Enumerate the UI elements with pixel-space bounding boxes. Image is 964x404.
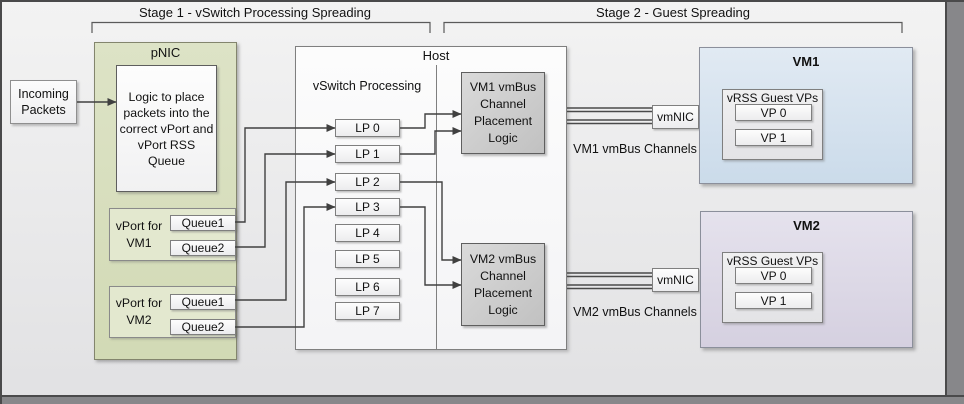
window-right-border [945, 2, 964, 404]
vmbus-pipes-vm2 [567, 272, 652, 290]
vmnic-vm1-box: vmNIC [652, 105, 699, 129]
vm2-placement-logic-box: VM2 vmBus Channel Placement Logic [461, 243, 545, 326]
vport-vm2-queue2: Queue2 [170, 319, 236, 335]
vm2-vp0-box: VP 0 [735, 267, 812, 284]
vm1-vrss-title: vRSS Guest VPs [726, 91, 819, 105]
vport-vm2-box: vPort for VM2 Queue1 Queue2 [109, 286, 236, 338]
lp-box-6: LP 6 [335, 278, 400, 296]
vm1-box: VM1 vRSS Guest VPs VP 0 VP 1 [699, 47, 913, 184]
vm2-vp1-box: VP 1 [735, 292, 812, 309]
vm1-placement-logic-box: VM1 vmBus Channel Placement Logic [461, 72, 545, 154]
host-title: Host [422, 48, 450, 63]
pnic-logic-box: Logic to place packets into the correct … [116, 65, 217, 192]
vm1-vrss-box: vRSS Guest VPs VP 0 VP 1 [722, 89, 823, 160]
lp-box-4: LP 4 [335, 224, 400, 242]
lp-box-1: LP 1 [335, 145, 400, 163]
lp-box-7: LP 7 [335, 302, 400, 320]
vm1-vp0-box: VP 0 [735, 104, 812, 121]
stage2-label: Stage 2 - Guest Spreading [596, 5, 750, 20]
lp-box-2: LP 2 [335, 173, 400, 191]
vport-vm1-queue2: Queue2 [170, 240, 236, 256]
vport-vm2-label: vPort for VM2 [115, 296, 163, 327]
lp-box-3: LP 3 [335, 198, 400, 216]
vm2-vrss-title: vRSS Guest VPs [726, 254, 819, 268]
vswitch-processing-label: vSwitch Processing [312, 79, 422, 93]
vm2-title: VM2 [793, 218, 820, 233]
vm1-vp1-box: VP 1 [735, 129, 812, 146]
window-bottom-border [2, 395, 964, 404]
vport-vm1-queue1: Queue1 [170, 215, 236, 231]
vport-vm1-label: vPort for VM1 [115, 218, 163, 250]
lp-box-5: LP 5 [335, 250, 400, 268]
vm1-vmbus-channels-label: VM1 vmBus Channels [573, 142, 697, 156]
vmnic-vm2-box: vmNIC [652, 268, 699, 292]
lp-box-0: LP 0 [335, 119, 400, 137]
vmbus-pipes-vm1 [567, 107, 652, 125]
vm1-title: VM1 [792, 54, 820, 69]
vm2-vrss-box: vRSS Guest VPs VP 0 VP 1 [722, 252, 823, 323]
stage2-bracket [443, 21, 903, 33]
vm2-box: VM2 vRSS Guest VPs VP 0 VP 1 [700, 211, 913, 348]
stage1-label: Stage 1 - vSwitch Processing Spreading [139, 5, 371, 20]
vport-vm1-box: vPort for VM1 Queue1 Queue2 [109, 208, 236, 261]
incoming-packets-box: Incoming Packets [10, 80, 77, 124]
pnic-title: pNIC [150, 45, 181, 60]
vport-vm2-queue1: Queue1 [170, 294, 236, 310]
stage1-bracket [91, 21, 431, 33]
vm2-vmbus-channels-label: VM2 vmBus Channels [573, 305, 697, 319]
